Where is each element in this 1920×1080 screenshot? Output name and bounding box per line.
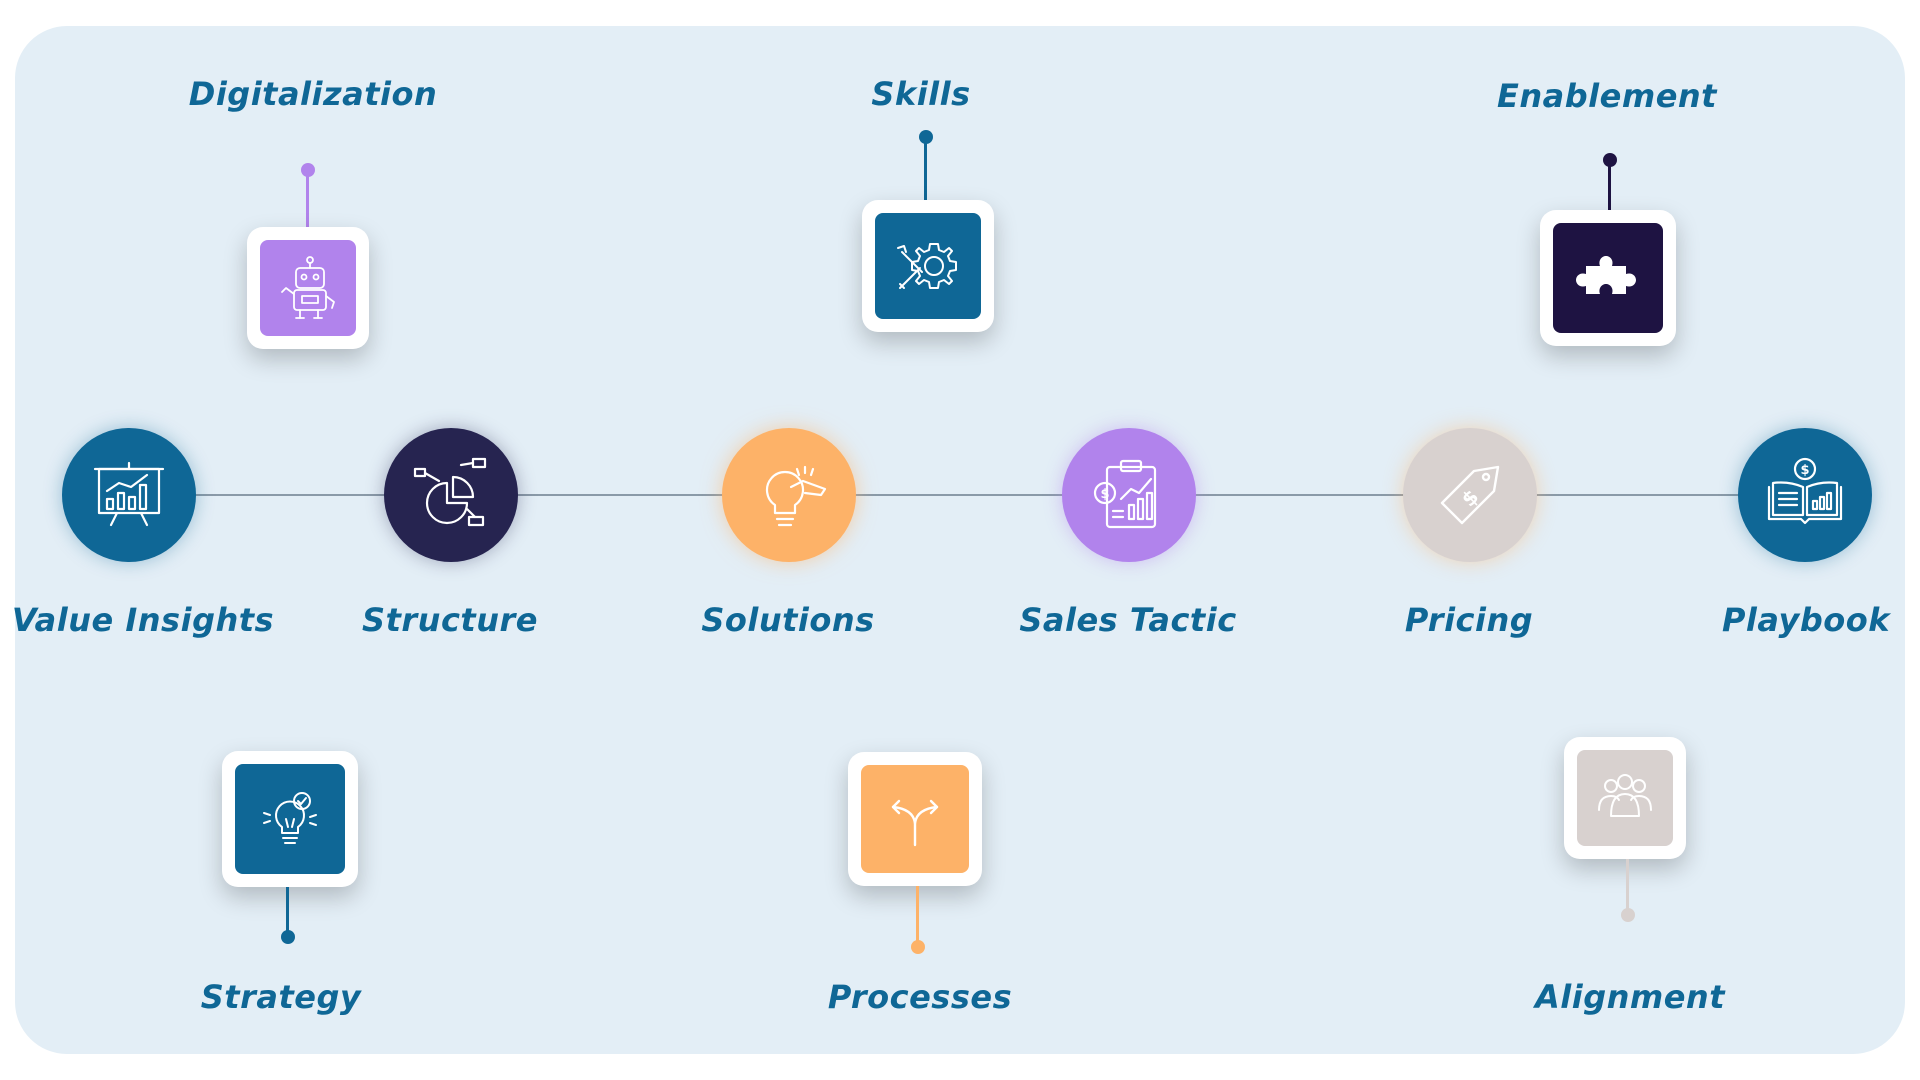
team-group-icon [1598,774,1652,817]
label-skills: Skills [871,75,971,113]
connector-stem-alignment [1626,859,1629,913]
puzzle-piece-icon [1576,256,1636,294]
card-strategy [222,751,358,887]
open-book-dollar-icon: $ [1767,457,1843,525]
connector-stem-digitalization [306,170,309,228]
label-pricing: Pricing [1404,601,1534,639]
pie-chart-structure-icon [413,457,487,527]
price-tag-icon: $ [1440,465,1500,525]
label-structure: Structure [362,601,538,639]
clipboard-sales-chart-icon: $ [1093,459,1157,529]
card-processes [848,752,982,886]
label-processes: Processes [827,978,1013,1016]
connector-dot-processes [911,940,925,954]
label-sales-tactic: Sales Tactic [1019,601,1237,639]
node-sales-tactic: $ [1062,428,1196,562]
lightbulb-check-icon [263,792,317,844]
label-digitalization: Digitalization [188,75,438,113]
diagram-panel [15,26,1905,1054]
node-playbook: $ [1738,428,1872,562]
card-enablement [1540,210,1676,346]
node-solutions [722,428,856,562]
card-alignment [1564,737,1686,859]
svg-text:$: $ [1800,463,1809,478]
label-strategy: Strategy [200,978,362,1016]
label-solutions: Solutions [701,601,875,639]
label-playbook: Playbook [1721,601,1891,639]
node-pricing: $ [1403,428,1537,562]
card-skills [862,200,994,332]
label-enablement: Enablement [1497,77,1717,115]
presentation-chart-icon [93,461,165,527]
gear-tools-icon [897,243,957,289]
node-structure [384,428,518,562]
svg-text:$: $ [1100,487,1109,502]
node-value-insights [62,428,196,562]
lightbulb-hand-icon [765,465,827,527]
connector-dot-strategy [281,930,295,944]
card-digitalization [247,227,369,349]
connector-dot-alignment [1621,908,1635,922]
svg-text:$: $ [1457,485,1484,512]
label-value-insights: Value Insights [11,601,275,639]
split-arrows-icon [891,799,939,847]
timeline-connector [130,494,1810,496]
connector-stem-strategy [286,887,289,935]
connector-stem-skills [924,137,927,203]
connector-stem-enablement [1608,160,1611,212]
label-alignment: Alignment [1534,978,1726,1016]
connector-stem-processes [916,886,919,944]
robot-icon [281,256,335,319]
